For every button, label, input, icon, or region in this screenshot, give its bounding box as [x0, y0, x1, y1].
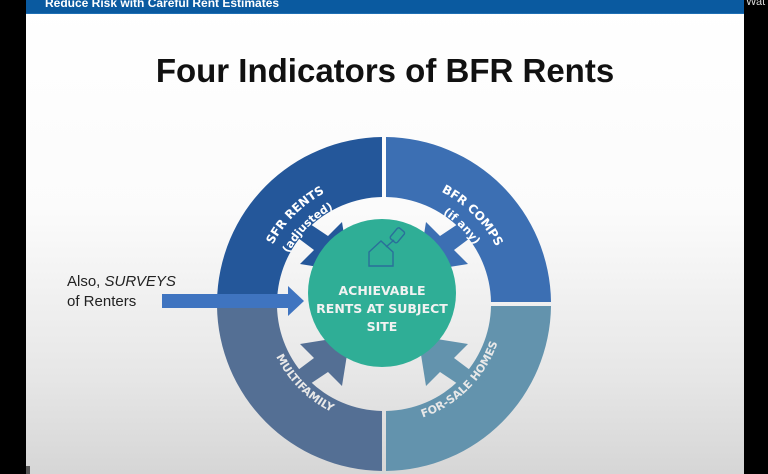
four-indicators-diagram: ACHIEVABLE RENTS AT SUBJECT SITE SFR REN… [162, 137, 551, 471]
house-price-tag-icon [368, 227, 406, 267]
center-line-1: ACHIEVABLE [338, 283, 425, 298]
external-overlay-text: Wat [746, 0, 766, 8]
center-line-2: RENTS AT SUBJECT [316, 301, 448, 316]
surveys-note-line2: of Renters [67, 293, 137, 310]
video-corner-mark [26, 466, 30, 474]
surveys-arrow [162, 286, 304, 316]
center-line-3: SITE [367, 319, 398, 334]
banner-title: Reduce Risk with Careful Rent Estimates [45, 0, 280, 10]
surveys-note-prefix: Also, [67, 273, 105, 290]
quadrant-multifamily [217, 306, 382, 471]
slide-title: Four Indicators of BFR Rents [155, 52, 615, 89]
slide-header-banner: Reduce Risk with Careful Rent Estimates [26, 0, 744, 14]
surveys-note-emphasis: SURVEYS [104, 273, 176, 290]
presentation-slide: Reduce Risk with Careful Rent Estimates … [26, 0, 744, 474]
surveys-note: Also, SURVEYS of Renters [67, 272, 176, 312]
quadrant-for-sale-homes [386, 306, 551, 471]
center-achievable-rents: ACHIEVABLE RENTS AT SUBJECT SITE [308, 219, 456, 367]
